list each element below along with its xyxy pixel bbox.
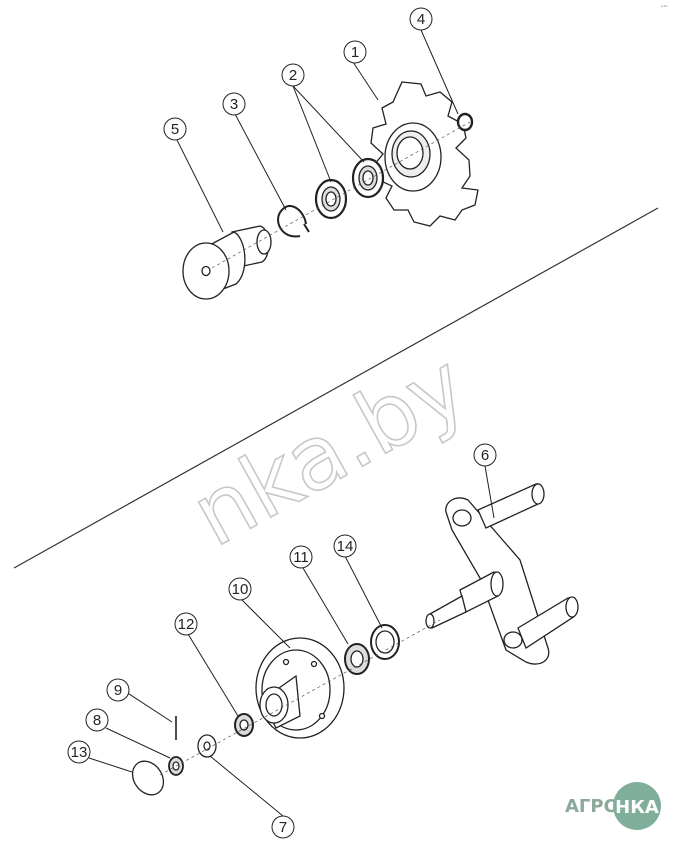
callout-2: 2	[281, 63, 305, 87]
part-12-small-bearing	[234, 713, 254, 737]
callout-10: 10	[228, 577, 252, 601]
svg-text:1: 1	[351, 44, 359, 61]
svg-text:10: 10	[232, 581, 249, 598]
part-3-circlip	[277, 205, 310, 238]
callout-4: 4	[409, 7, 433, 31]
svg-text:2: 2	[289, 67, 297, 84]
svg-text:6: 6	[481, 447, 489, 464]
callouts: 1 2 3 4 5 6 7 8 9 10 11 12 13 14	[67, 7, 497, 839]
svg-text:3: 3	[230, 96, 238, 113]
callout-6: 6	[473, 443, 497, 467]
svg-text:11: 11	[293, 549, 309, 566]
part-8-castle-nut	[168, 756, 184, 776]
corner-note: ᵖ ᵗʰᵉ	[661, 4, 668, 9]
svg-text:14: 14	[337, 538, 354, 555]
svg-text:5: 5	[171, 121, 179, 138]
watermark: nka.by	[175, 333, 483, 566]
callout-14: 14	[333, 534, 357, 558]
part-11-tapered-bearing	[344, 643, 370, 675]
part-4-ring	[456, 112, 474, 132]
top-assembly	[182, 81, 479, 300]
svg-text:8: 8	[93, 712, 101, 729]
logo-text-badge: НКА	[615, 797, 659, 818]
part-10-hub	[255, 637, 345, 739]
svg-text:7: 7	[279, 819, 287, 836]
callout-12: 12	[174, 612, 198, 636]
part-7-washer	[197, 734, 217, 758]
callout-1: 1	[343, 40, 367, 64]
callout-3: 3	[222, 92, 246, 116]
logo-text-left: АГРО	[565, 796, 619, 817]
logo: АГРО НКА	[565, 782, 661, 830]
part-2-bearing-b	[314, 178, 348, 220]
callout-8: 8	[85, 708, 109, 732]
logo-badge	[613, 782, 661, 830]
svg-text:4: 4	[417, 11, 425, 28]
svg-text:13: 13	[71, 744, 88, 761]
part-14-bearing-cup	[370, 624, 400, 660]
callout-9: 9	[106, 678, 130, 702]
callout-11: 11	[289, 545, 313, 569]
callout-13: 13	[67, 740, 91, 764]
part-1-sprocket	[370, 81, 479, 227]
part-13-cap	[131, 760, 165, 796]
svg-text:12: 12	[178, 616, 195, 633]
part-2-bearing-a	[351, 157, 385, 199]
svg-text:9: 9	[114, 682, 122, 699]
bottom-assembly	[131, 483, 579, 796]
part-6-bracket	[425, 483, 579, 665]
callout-5: 5	[163, 117, 187, 141]
part-5-axle	[182, 225, 272, 300]
callout-7: 7	[271, 815, 295, 839]
section-divider	[13, 207, 659, 569]
